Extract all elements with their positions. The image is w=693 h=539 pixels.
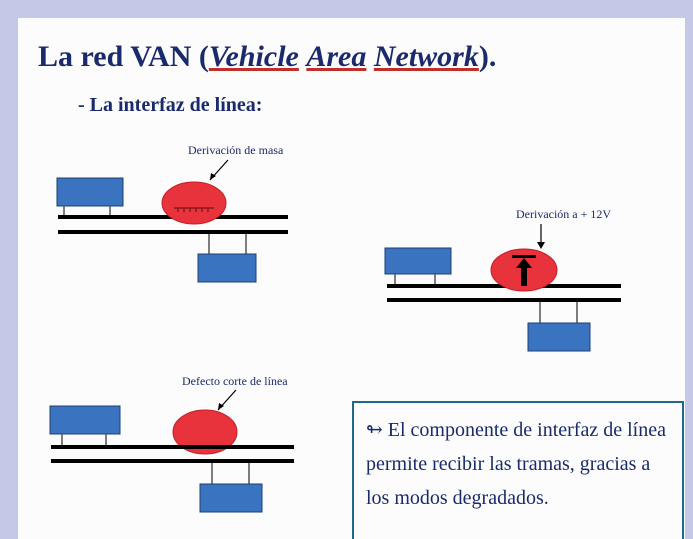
arrowhead-12v [537,242,545,249]
fault-cut-ellipse [172,409,238,455]
label-12v: Derivación a + 12V [516,207,611,221]
node-upper-left [56,177,124,207]
diagram-12v-shunt: Derivación a + 12V [384,207,621,352]
title-word-area: Area [306,40,367,73]
node-12v-lower [527,322,591,352]
arrowhead-mass [210,173,216,180]
fault-mass-ellipse [161,181,227,225]
slide: La red VAN (Vehicle Area Network). - La … [18,18,685,539]
title-word-network: Network [373,40,479,73]
info-text: El componente de interfaz de línea permi… [366,419,666,509]
diagram-line-cut: Defecto corte de línea [49,374,294,513]
diagram-mass-shunt: Derivación de masa [56,143,288,283]
title-suffix: ). [478,40,497,73]
label-mass: Derivación de masa [188,143,284,157]
label-cut: Defecto corte de línea [182,374,288,388]
shunt-stem-icon [521,268,527,286]
up-arrow-icon [516,258,532,268]
node-lower [197,253,257,283]
info-box: ↬ El componente de interfaz de línea per… [352,401,684,539]
bullet-arrow-icon: ↬ [366,419,383,441]
plus-bar-icon [512,255,536,258]
title-prefix: La red VAN ( [38,40,209,73]
arrowhead-cut [218,403,224,410]
node-cut-left [49,405,121,435]
node-cut-lower [199,483,263,513]
node-12v-left [384,247,452,275]
slide-subtitle: - La interfaz de línea: [78,94,263,116]
title-word-vehicle: Vehicle [208,40,299,73]
slide-title: La red VAN (Vehicle Area Network). [38,40,496,74]
line-interface-diagram: Derivación de masa Derivación a + 12V [49,143,621,513]
ground-icon [174,207,214,212]
